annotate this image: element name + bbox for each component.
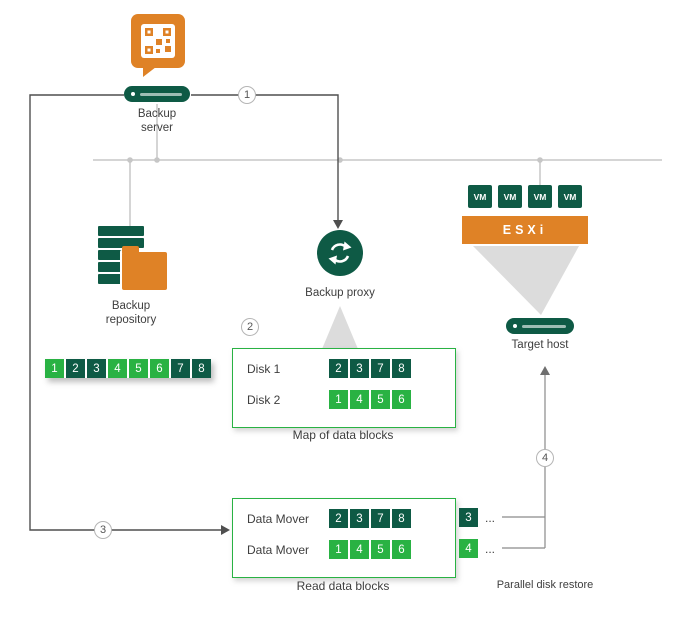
backup-repository-icon	[98, 226, 170, 296]
data-mover-label-1: Data Mover	[247, 511, 310, 526]
vm-icon: VM	[558, 185, 582, 208]
data-block-3: 3	[350, 509, 369, 528]
data-block-3: 3	[87, 359, 106, 378]
data-block-7: 7	[171, 359, 190, 378]
proxy-callout-tail	[322, 306, 358, 349]
backup-server-icon	[130, 13, 186, 79]
data-mover-label-2: Data Mover	[247, 542, 310, 557]
pill-dot	[131, 92, 135, 96]
data-block-1: 1	[329, 540, 348, 559]
data-block-4: 4	[459, 539, 478, 558]
step3-arrowhead	[221, 525, 230, 535]
vm-icon: VM	[468, 185, 492, 208]
read-data-blocks-caption: Read data blocks	[243, 579, 443, 594]
disk1-label: Disk 1	[247, 361, 281, 376]
map-caption-text: Map of data blocks	[292, 428, 394, 442]
esxi-label: ESXi	[502, 223, 548, 237]
data-block-8: 8	[392, 509, 411, 528]
data-block-4: 4	[350, 540, 369, 559]
junction-dot	[154, 157, 160, 163]
target-host-label-text: Target host	[511, 339, 569, 351]
sync-icon	[328, 241, 352, 265]
server-pill-icon	[124, 86, 190, 102]
data-block-5: 5	[371, 540, 390, 559]
vm-icon: VM	[528, 185, 552, 208]
pill-stripe	[140, 92, 182, 96]
step-1-badge: 1	[238, 86, 256, 104]
stream-block-2: 4	[459, 539, 478, 558]
esxi-funnel	[473, 246, 579, 315]
map-of-data-blocks-caption: Map of data blocks	[243, 428, 443, 443]
repository-stack-icon	[98, 226, 170, 284]
target-host-label: Target host	[490, 339, 590, 353]
parallel-caption-text: Parallel disk restore	[496, 579, 594, 591]
junction-dot	[537, 157, 543, 163]
data-block-8: 8	[392, 359, 411, 378]
backup-proxy-icon	[317, 230, 363, 276]
data-block-6: 6	[392, 540, 411, 559]
step1-arrowhead	[333, 220, 343, 229]
stream-ellipsis-2: ...	[485, 541, 496, 556]
data-block-1: 1	[329, 390, 348, 409]
junction-dot	[127, 157, 133, 163]
step-2-badge: 2	[241, 318, 259, 336]
backup-repository-label: Backup repository	[81, 300, 181, 327]
esxi-bar: ESXi	[462, 216, 588, 244]
pill-dot	[513, 324, 517, 328]
stream-block-1: 3	[459, 508, 478, 527]
stream-row-2: 4 ...	[459, 539, 495, 558]
data-block-5: 5	[371, 390, 390, 409]
data-block-8: 8	[192, 359, 211, 378]
backup-repository-label-line1: Backup	[111, 300, 151, 312]
step1-arrow-line	[191, 94, 339, 221]
data-block-3: 3	[350, 359, 369, 378]
parallel-disk-restore-caption: Parallel disk restore	[483, 579, 607, 593]
step-4-badge: 4	[536, 449, 554, 467]
data-block-6: 6	[392, 390, 411, 409]
data-block-4: 4	[108, 359, 127, 378]
backup-proxy-label-text: Backup proxy	[305, 287, 375, 299]
read-caption-text: Read data blocks	[296, 579, 390, 593]
data-block-5: 5	[129, 359, 148, 378]
disk2-label: Disk 2	[247, 392, 281, 407]
backup-server-label-line2: server	[141, 121, 173, 134]
backup-server-label-line1: Backup	[137, 108, 177, 120]
step3-arrow-line	[29, 94, 221, 531]
data-block-2: 2	[66, 359, 85, 378]
data-block-7: 7	[371, 509, 390, 528]
data-block-7: 7	[371, 359, 390, 378]
data-block-6: 6	[150, 359, 169, 378]
stream-ellipsis-1: ...	[485, 510, 496, 525]
backup-server-label: Backup server	[107, 108, 207, 135]
data-block-2: 2	[329, 359, 348, 378]
stream-row-1: 3 ...	[459, 508, 495, 527]
data-block-2: 2	[329, 509, 348, 528]
step-3-badge: 3	[94, 521, 112, 539]
data-block-4: 4	[350, 390, 369, 409]
repository-folder-icon	[122, 246, 167, 290]
data-block-1: 1	[45, 359, 64, 378]
data-block-3: 3	[459, 508, 478, 527]
step4-arrowhead	[540, 366, 550, 375]
pill-stripe	[522, 324, 566, 328]
backup-proxy-label: Backup proxy	[290, 287, 390, 301]
vm-icon: VM	[498, 185, 522, 208]
backup-repository-label-line2: repository	[105, 313, 157, 326]
vm-row: VM VM VM VM	[468, 185, 582, 208]
target-host-pill-icon	[506, 318, 574, 334]
